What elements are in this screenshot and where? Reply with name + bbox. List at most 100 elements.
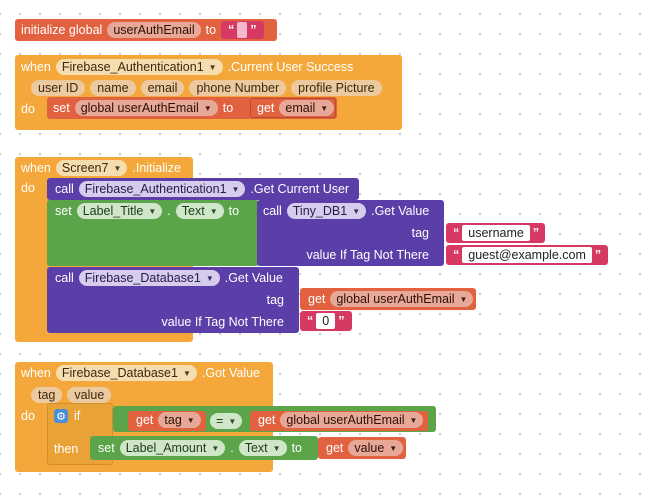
get-label: get [308, 292, 326, 306]
to-label: to [222, 101, 234, 115]
tag-label: tag [266, 293, 284, 307]
chevron-down-icon: ▼ [186, 415, 195, 425]
chevron-down-icon: ▼ [409, 415, 418, 425]
get-global-user-auth-email-2[interactable]: get global userAuthEmail▼ [250, 411, 428, 431]
call-firebase-db-get-value[interactable]: call Firebase_Database1▼ .Get Value tag … [47, 267, 299, 333]
param-value[interactable]: value [67, 387, 112, 403]
param-tag[interactable]: tag [31, 387, 63, 403]
empty-string-block[interactable]: “ ” [221, 21, 264, 39]
get-var-dropdown[interactable]: global userAuthEmail▼ [330, 291, 474, 307]
call-get-current-user[interactable]: call Firebase_Authentication1▼ .Get Curr… [47, 178, 359, 200]
param-user-id[interactable]: user ID [31, 80, 86, 96]
label-amount-dropdown[interactable]: Label_Amount▼ [119, 440, 226, 456]
get-label: get [136, 413, 154, 427]
set-label: set [53, 101, 70, 115]
chevron-down-icon: ▼ [182, 368, 191, 378]
property-dropdown[interactable]: Text▼ [238, 440, 287, 456]
set-label-title-text[interactable]: set Label_Title▼ . Text▼ to [47, 200, 259, 266]
screen-dropdown[interactable]: Screen7▼ [55, 160, 128, 176]
set-label: set [98, 441, 115, 455]
get-email-block[interactable]: get email▼ [250, 98, 336, 118]
component-dropdown[interactable]: Firebase_Authentication1▼ [55, 59, 223, 75]
param-email[interactable]: email [140, 80, 185, 96]
tinydb-dropdown[interactable]: Tiny_DB1▼ [286, 203, 367, 219]
to-label: to [291, 441, 303, 455]
event-name: .Got Value [201, 366, 260, 380]
component-dropdown[interactable]: Firebase_Authentication1▼ [78, 181, 246, 197]
chevron-down-icon: ▼ [231, 184, 240, 194]
chevron-down-icon: ▼ [211, 443, 220, 453]
get-var-dropdown[interactable]: global userAuthEmail▼ [280, 412, 424, 428]
chevron-down-icon: ▼ [459, 294, 468, 304]
string-value[interactable] [237, 22, 248, 38]
initialize-global-label: initialize global [21, 23, 103, 37]
firebase-db-dropdown[interactable]: Firebase_Database1▼ [55, 365, 197, 381]
initialize-global-block[interactable]: initialize global userAuthEmail to “ ” [15, 19, 277, 41]
string-value[interactable]: guest@example.com [462, 247, 592, 263]
method-name: .Get Value [224, 271, 283, 285]
method-name: .Get Current User [250, 182, 350, 196]
chevron-down-icon: ▼ [208, 62, 217, 72]
get-value-block[interactable]: get value▼ [318, 437, 406, 459]
call-tinydb-get-value[interactable]: call Tiny_DB1▼ .Get Value tag value If T… [257, 200, 444, 266]
gear-icon[interactable]: ⚙ [54, 409, 68, 423]
chevron-down-icon: ▼ [209, 206, 218, 216]
get-tag-block[interactable]: get tag▼ [128, 411, 206, 431]
quote-open-icon: “ [307, 314, 314, 328]
event-current-user-success[interactable]: when Firebase_Authentication1▼ .Current … [15, 55, 402, 130]
method-name: .Get Value [371, 204, 430, 218]
then-label: then [54, 442, 79, 456]
call-label: call [263, 204, 282, 218]
set-label-amount-text[interactable]: set Label_Amount▼ . Text▼ to [90, 436, 318, 460]
call-label: call [55, 182, 74, 196]
firebase-db-dropdown[interactable]: Firebase_Database1▼ [78, 270, 220, 286]
event-name: .Initialize [132, 161, 182, 175]
quote-close-icon: ” [250, 23, 257, 37]
set-target-dropdown[interactable]: global userAuthEmail▼ [74, 100, 218, 116]
do-label: do [21, 409, 35, 423]
event-name: .Current User Success [227, 60, 354, 74]
get-email-dropdown[interactable]: email▼ [279, 100, 335, 116]
to-label: to [228, 204, 240, 218]
chevron-down-icon: ▼ [320, 103, 329, 113]
string-username[interactable]: “ username ” [446, 223, 545, 243]
get-tag-dropdown[interactable]: tag▼ [158, 412, 201, 428]
get-value-dropdown[interactable]: value▼ [348, 440, 404, 456]
string-zero[interactable]: “ 0 ” [300, 311, 352, 331]
quote-open-icon: “ [453, 226, 460, 240]
get-global-user-auth-email[interactable]: get global userAuthEmail▼ [300, 288, 476, 310]
string-guest-email[interactable]: “ guest@example.com ” [446, 245, 608, 265]
get-label: get [258, 413, 276, 427]
vitnt-label: value If Tag Not There [161, 315, 284, 329]
chevron-down-icon: ▼ [272, 443, 281, 453]
string-value[interactable]: 0 [316, 313, 336, 329]
quote-close-icon: ” [532, 226, 540, 240]
chevron-down-icon: ▼ [205, 273, 214, 283]
get-label: get [257, 101, 275, 115]
equals-operator-dropdown[interactable]: =▼ [210, 413, 243, 429]
chevron-down-icon: ▼ [148, 206, 157, 216]
param-name[interactable]: name [90, 80, 136, 96]
do-label: do [21, 181, 35, 195]
param-phone-number[interactable]: phone Number [189, 80, 287, 96]
global-var-name[interactable]: userAuthEmail [107, 22, 201, 38]
chevron-down-icon: ▼ [228, 416, 237, 426]
label-title-dropdown[interactable]: Label_Title▼ [76, 203, 163, 219]
do-label: do [21, 102, 35, 116]
property-dropdown[interactable]: Text▼ [175, 203, 224, 219]
dot-label: . [230, 441, 234, 455]
call-label: call [55, 271, 74, 285]
string-value[interactable]: username [462, 225, 530, 241]
quote-open-icon: “ [453, 248, 460, 262]
chevron-down-icon: ▼ [389, 443, 398, 453]
quote-close-icon: ” [594, 248, 602, 262]
param-profile-picture[interactable]: profile Picture [291, 80, 382, 96]
when-label: when [21, 161, 51, 175]
vitnt-label: value If Tag Not There [306, 248, 429, 262]
when-label: when [21, 60, 51, 74]
quote-close-icon: ” [338, 314, 345, 328]
if-label: if [74, 409, 81, 423]
dot-label: . [167, 204, 171, 218]
chevron-down-icon: ▼ [113, 163, 122, 173]
tag-label: tag [411, 226, 429, 240]
